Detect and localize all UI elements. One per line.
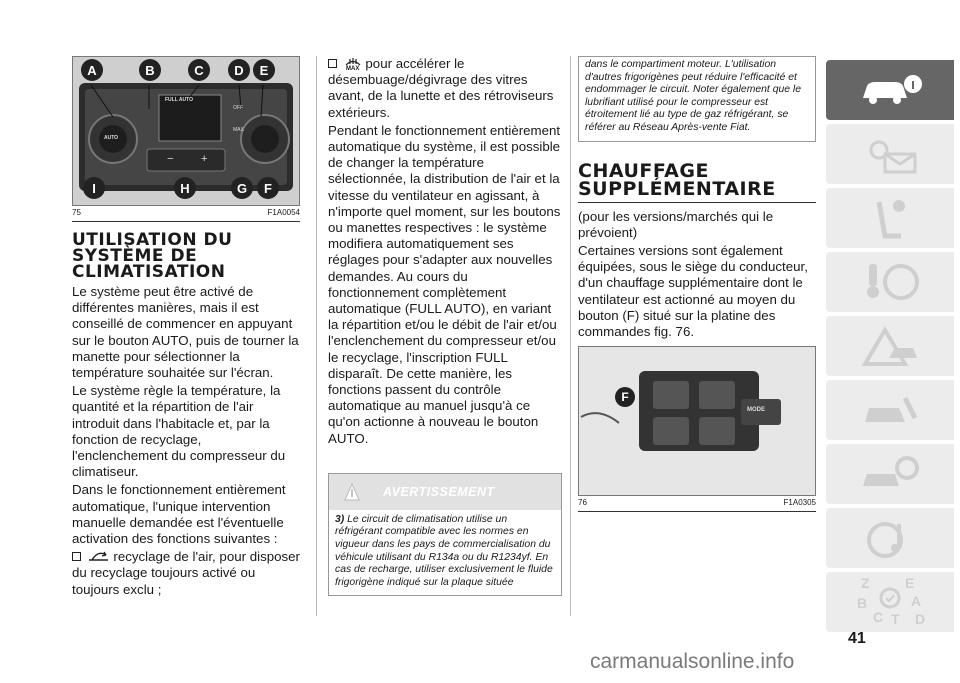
column-left: A B C D E FULL AUTO AUTO OFF MAX − + I H… [72, 56, 300, 600]
fan-plus-label: + [201, 153, 208, 165]
tab-maintenance[interactable] [826, 380, 954, 440]
paragraph: Le système règle la température, la quan… [72, 383, 286, 480]
column-right: dans le compartiment moteur. L'utilisati… [578, 56, 816, 522]
tab-warning-lights[interactable] [826, 124, 954, 184]
triangle-car-icon [861, 326, 917, 366]
music-nav-icon [867, 522, 903, 558]
car-service-icon [865, 396, 918, 422]
label-badge-d: D [228, 59, 250, 81]
paragraph: Certaines versions sont également équipé… [578, 242, 808, 339]
full-auto-label: FULL AUTO [165, 97, 193, 103]
note-box: dans le compartiment moteur. L'utilisati… [578, 56, 816, 142]
bullet-max-defrost: MAX pour accélérer le désembuage/dégivra… [328, 56, 562, 121]
bullet-square-icon [72, 552, 81, 562]
tab-emergency[interactable] [826, 316, 954, 376]
column-divider [316, 56, 317, 616]
bullet-square-icon [328, 59, 337, 68]
bullet-text: pour accélérer le désembuage/dégivrage d… [328, 56, 554, 120]
airbag-seat-icon [876, 200, 905, 239]
bullet-recirculation: recyclage de l'air, pour disposer du rec… [72, 549, 300, 598]
warning-title: AVERTISSEMENT [383, 484, 495, 499]
index-letter: D [915, 611, 926, 627]
warning-header: AVERTISSEMENT [329, 473, 561, 510]
steering-key-icon [867, 264, 919, 300]
figure-code: F1A0305 [783, 498, 816, 508]
label-badge-e: E [253, 59, 275, 81]
index-icon: Z E A B C T D [855, 575, 926, 627]
bullet-text: recyclage de l'air, pour disposer du rec… [72, 549, 300, 597]
warning-body: 3) Le circuit de climatisation utilise u… [329, 510, 561, 596]
car-info-icon [863, 75, 922, 104]
column-divider [570, 56, 571, 616]
index-letter: A [911, 593, 922, 609]
climate-panel-illustration [79, 83, 293, 191]
recirculation-icon [88, 551, 108, 561]
index-letter: Z [861, 575, 870, 591]
paragraph: Dans le fonctionnement entièrement autom… [72, 482, 286, 547]
figure-number: 76 [578, 498, 587, 508]
magnifier-icon [879, 587, 901, 609]
warning-number: 3) [335, 513, 345, 525]
section-heading: UTILISATION DU SYSTÈME DE CLIMATISATION [72, 230, 233, 282]
heater-switch-illustration [580, 371, 781, 452]
page-number: 41 [848, 630, 866, 647]
warning-box: AVERTISSEMENT 3) Le circuit de climatisa… [328, 472, 562, 597]
tab-starting-driving[interactable] [826, 252, 954, 312]
warning-lights-icon [869, 140, 917, 174]
label-badge-c: C [188, 59, 210, 81]
auto-label: AUTO [104, 135, 119, 141]
index-letter: C [873, 609, 884, 625]
index-letter: E [905, 575, 915, 591]
figure-75: A B C D E FULL AUTO AUTO OFF MAX − + I H… [72, 56, 300, 206]
max-label: MAX [346, 66, 360, 72]
figure-number: 75 [72, 208, 81, 217]
car-gear-icon [863, 456, 919, 486]
max-label: MAX [233, 127, 244, 133]
label-badge-h: H [174, 177, 196, 199]
fire-extinguisher-icon [344, 482, 360, 501]
section-heading: CHAUFFAGE SUPPLÉMENTAIRE [578, 161, 816, 203]
warning-text: Le circuit de climatisation utilise un r… [335, 513, 553, 588]
fan-minus-label: − [167, 153, 174, 165]
label-badge-f: F [615, 387, 635, 408]
label-badge-a: A [81, 59, 103, 81]
tab-multimedia[interactable] [826, 508, 954, 568]
figure-76: F MODE [578, 346, 816, 497]
figure-75-caption: 75 F1A0054 [72, 206, 300, 222]
column-middle: MAX pour accélérer le désembuage/dégivra… [328, 56, 562, 597]
max-defrost-icon: MAX [344, 58, 362, 72]
paragraph: Pendant le fonctionnement entièrement au… [328, 122, 561, 446]
label-badge-g: G [231, 177, 253, 199]
tab-safety[interactable] [826, 188, 954, 248]
paragraph: (pour les versions/marchés qui le prévoi… [578, 208, 774, 240]
label-badge-b: B [139, 59, 161, 81]
figure-76-caption: 76 F1A0305 [578, 496, 816, 513]
paragraph: Le système peut être activé de différent… [72, 284, 299, 381]
index-letter: B [857, 595, 868, 611]
off-label: OFF [233, 105, 243, 111]
tab-car-info[interactable] [826, 60, 954, 120]
index-letter: T [891, 611, 900, 627]
tab-technical-data[interactable] [826, 444, 954, 504]
tab-index[interactable]: Z E A B C T D [826, 572, 954, 632]
label-badge-i: I [83, 177, 105, 199]
mode-label: MODE [747, 407, 765, 414]
label-badge-f: F [257, 177, 279, 199]
watermark: carmanualsonline.info [590, 650, 795, 673]
figure-code: F1A0054 [267, 208, 300, 217]
